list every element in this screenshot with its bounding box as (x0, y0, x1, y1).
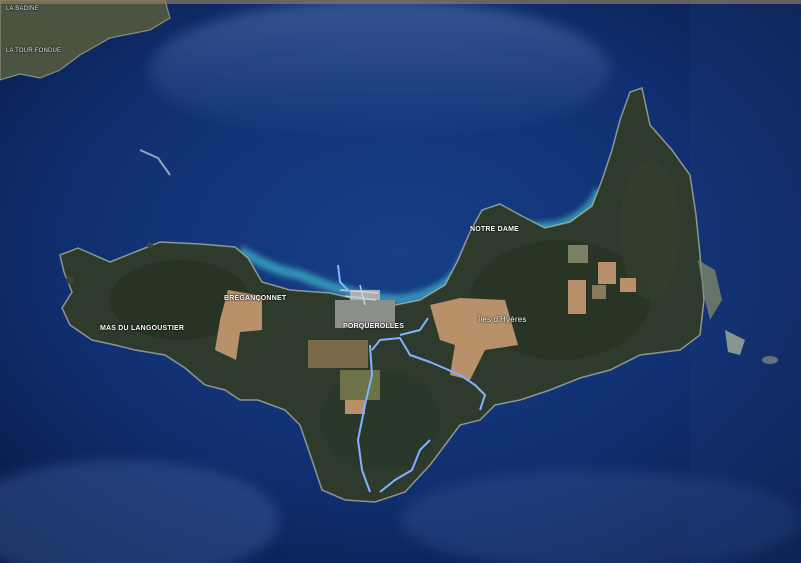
place-label-iles-d-hyeres: Îles d'Hyères (478, 315, 527, 324)
place-label-porquerolles: PORQUEROLLES (343, 323, 405, 330)
place-label-la-badine: LA BADINE (6, 6, 39, 12)
mainland (0, 0, 170, 80)
place-label-la-tour-fondue: LA TOUR FONDUE (6, 48, 62, 54)
fields (215, 245, 636, 414)
place-label-notre-dame: NOTRE DAME (470, 226, 520, 233)
route (337, 264, 486, 493)
place-label-bregancon: BRÉGANÇONNET (224, 295, 287, 302)
place-label-mas-du-langoustier: MAS DU LANGOUSTIER (100, 325, 185, 332)
